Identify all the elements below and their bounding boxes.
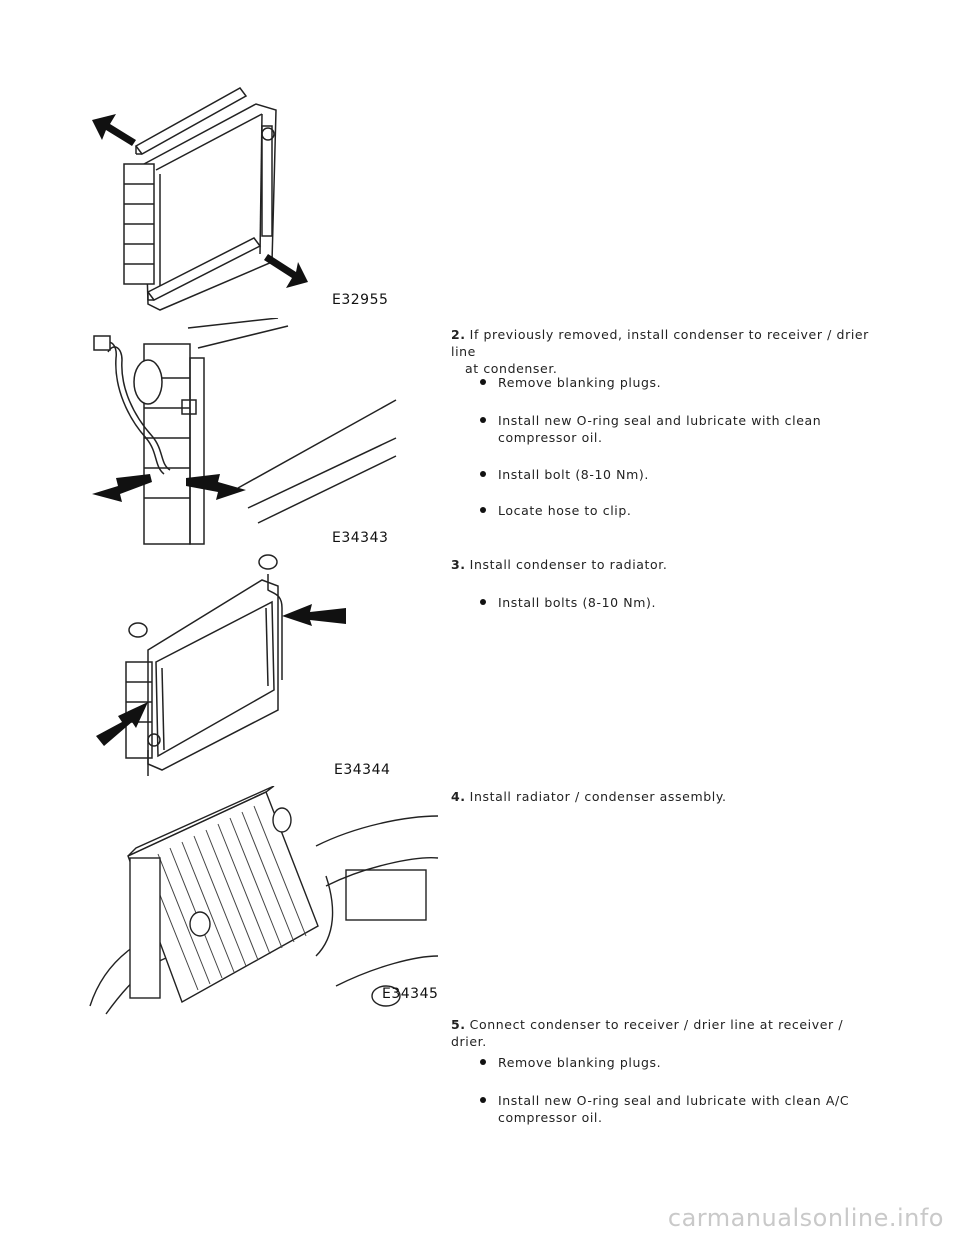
bullet-icon <box>480 471 486 477</box>
figure-e32955: E32955 <box>86 84 389 314</box>
watermark: carmanualsonline.info <box>667 1204 944 1232</box>
figure-label: E34345 <box>382 986 439 1002</box>
bullet-item: Install new O-ring seal and lubricate wi… <box>480 1092 860 1126</box>
bullet-text-cont: compressor oil. <box>498 430 603 445</box>
bullet-item: Locate hose to clip. <box>480 502 860 519</box>
bullet-text: Remove blanking plugs. <box>498 375 662 390</box>
figure-label: E34344 <box>334 762 391 778</box>
bullet-text-cont: compressor oil. <box>498 1110 603 1125</box>
step-text: If previously removed, install condenser… <box>451 327 869 359</box>
step-5: 5.Connect condenser to receiver / drier … <box>451 1016 871 1050</box>
bullet-icon <box>480 1059 486 1065</box>
figure-label: E34343 <box>332 530 389 546</box>
step-4: 4.Install radiator / condenser assembly. <box>451 788 871 805</box>
step-number: 3. <box>451 557 466 572</box>
figure-e34343: E34343 <box>88 318 398 548</box>
bullet-text: Remove blanking plugs. <box>498 1055 662 1070</box>
bullet-text: Install bolts (8-10 Nm). <box>498 595 657 610</box>
bullet-item: Remove blanking plugs. <box>480 1054 860 1071</box>
bullet-icon <box>480 599 486 605</box>
radiator-seals-illustration <box>92 87 308 311</box>
bullet-text: Install new O-ring seal and lubricate wi… <box>498 413 822 428</box>
step-number: 4. <box>451 789 466 804</box>
step-text: Connect condenser to receiver / drier li… <box>451 1017 844 1049</box>
bullet-item: Install new O-ring seal and lubricate wi… <box>480 412 860 446</box>
bullet-icon <box>480 507 486 513</box>
step-3: 3.Install condenser to radiator. <box>451 556 871 573</box>
step-number: 2. <box>451 327 466 342</box>
figure-e34345: E34345 <box>86 786 442 1020</box>
bullet-item: Install bolts (8-10 Nm). <box>480 594 860 611</box>
bullet-item: Remove blanking plugs. <box>480 374 860 391</box>
condenser-radiator-illustration <box>96 554 346 776</box>
step-text: Install condenser to radiator. <box>469 557 668 572</box>
step-text: Install radiator / condenser assembly. <box>469 789 727 804</box>
bullet-text: Install new O-ring seal and lubricate wi… <box>498 1093 850 1108</box>
radiator-assembly-install-illustration <box>89 786 439 1015</box>
step-number: 5. <box>451 1017 466 1032</box>
bullet-icon <box>480 1097 486 1103</box>
figure-label: E32955 <box>332 292 389 308</box>
condenser-line-illustration <box>92 318 397 545</box>
step-2: 2.If previously removed, install condens… <box>451 326 871 377</box>
step-text-cont: at condenser. <box>465 361 558 376</box>
bullet-text: Install bolt (8-10 Nm). <box>498 467 649 482</box>
bullet-icon <box>480 417 486 423</box>
bullet-icon <box>480 379 486 385</box>
bullet-text: Locate hose to clip. <box>498 503 632 518</box>
bullet-item: Install bolt (8-10 Nm). <box>480 466 860 483</box>
figure-e34344: E34344 <box>92 550 390 778</box>
